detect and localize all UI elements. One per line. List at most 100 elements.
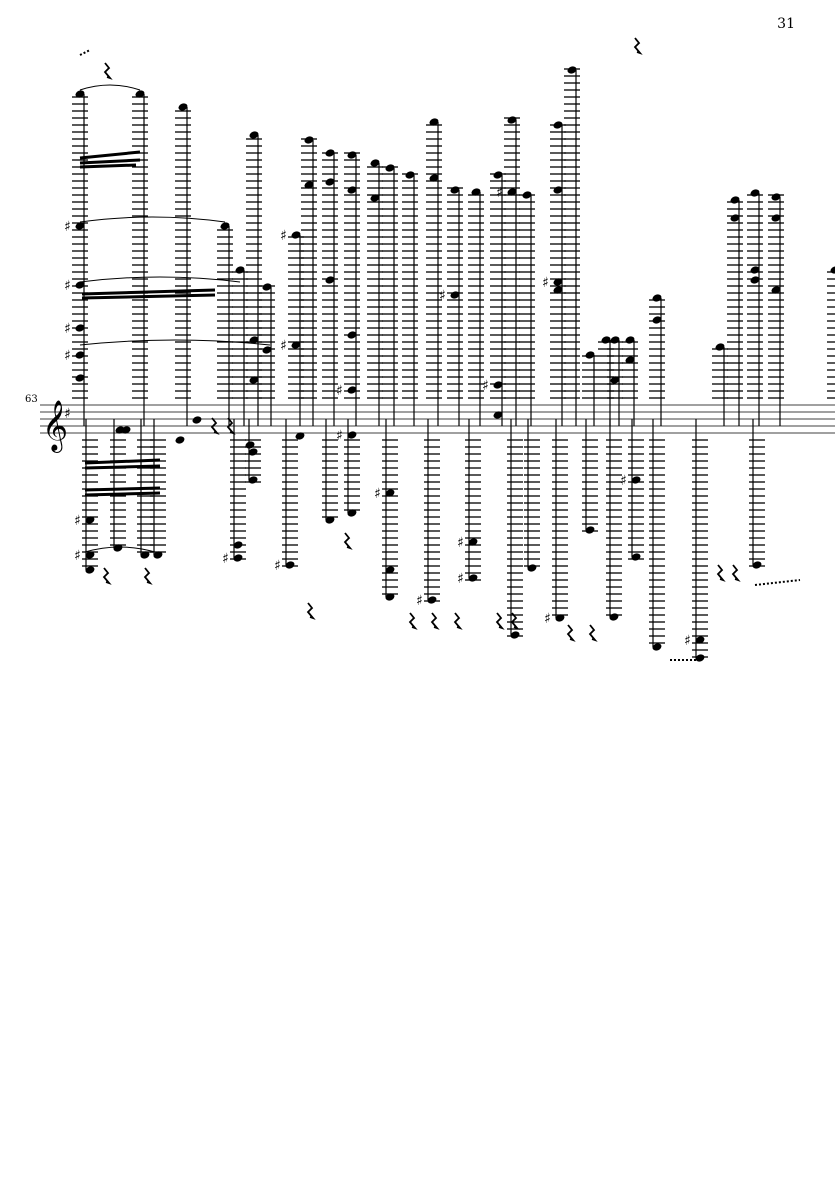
note-head bbox=[507, 188, 517, 196]
note-head bbox=[385, 566, 395, 574]
sharp-icon: ♯ bbox=[74, 513, 81, 529]
sharp-icon: ♯ bbox=[439, 288, 446, 304]
quarter-rest-icon bbox=[226, 417, 236, 435]
quarter-rest-icon bbox=[408, 612, 418, 630]
sharp-icon: ♯ bbox=[280, 338, 287, 354]
note-head bbox=[730, 196, 740, 204]
beam bbox=[79, 158, 141, 165]
beam bbox=[81, 293, 216, 300]
note-head bbox=[262, 283, 272, 291]
note-head bbox=[175, 436, 185, 444]
beam bbox=[84, 464, 161, 470]
note-head bbox=[585, 351, 595, 359]
note-head bbox=[75, 281, 85, 289]
note-head bbox=[510, 631, 520, 639]
sharp-icon: ♯ bbox=[496, 185, 503, 201]
note-head bbox=[192, 416, 202, 424]
note-head bbox=[325, 178, 335, 186]
note-head bbox=[750, 276, 760, 284]
note-head bbox=[405, 171, 415, 179]
note-head bbox=[85, 551, 95, 559]
note-head bbox=[450, 291, 460, 299]
note-head bbox=[385, 593, 395, 601]
sharp-icon: ♯ bbox=[74, 548, 81, 564]
note-head bbox=[429, 174, 439, 182]
sharp-icon: ♯ bbox=[416, 593, 423, 609]
sharp-icon: ♯ bbox=[64, 219, 71, 235]
quarter-rest-icon bbox=[453, 612, 463, 630]
beam bbox=[84, 491, 161, 497]
note-head bbox=[522, 191, 532, 199]
note-head bbox=[113, 544, 123, 552]
quarter-rest-icon bbox=[103, 62, 113, 80]
beam bbox=[84, 458, 161, 465]
note-head bbox=[553, 121, 563, 129]
note-head bbox=[75, 90, 85, 98]
beam bbox=[79, 150, 141, 160]
note-head bbox=[730, 214, 740, 222]
note-head bbox=[610, 376, 620, 384]
dotted-line bbox=[79, 49, 91, 56]
quarter-rest-icon bbox=[430, 612, 440, 630]
note-head bbox=[135, 90, 145, 98]
quarter-rest-icon bbox=[731, 564, 741, 582]
note-head bbox=[291, 341, 301, 349]
note-head bbox=[291, 231, 301, 239]
quarter-rest-icon bbox=[210, 417, 220, 435]
note-head bbox=[233, 554, 243, 562]
treble-clef-icon: 𝄞 bbox=[42, 400, 68, 453]
note-head bbox=[652, 294, 662, 302]
quarter-rest-icon bbox=[102, 567, 112, 585]
note-head bbox=[325, 276, 335, 284]
note-head bbox=[347, 151, 357, 159]
sharp-icon: ♯ bbox=[222, 551, 229, 567]
dotted-line bbox=[754, 579, 801, 586]
note-head bbox=[347, 386, 357, 394]
note-head bbox=[325, 516, 335, 524]
page-number: 31 bbox=[777, 16, 795, 32]
note-head bbox=[75, 222, 85, 230]
quarter-rest-icon bbox=[343, 532, 353, 550]
note-head bbox=[471, 188, 481, 196]
note-head bbox=[75, 351, 85, 359]
note-head bbox=[625, 356, 635, 364]
note-head bbox=[249, 376, 259, 384]
note-head bbox=[771, 286, 781, 294]
sharp-icon: ♯ bbox=[542, 275, 549, 291]
tie bbox=[79, 339, 271, 346]
quarter-rest-icon bbox=[306, 602, 316, 620]
note-head bbox=[585, 526, 595, 534]
note-head bbox=[153, 551, 163, 559]
note-head bbox=[468, 574, 478, 582]
note-head bbox=[178, 103, 188, 111]
note-head bbox=[750, 266, 760, 274]
note-head bbox=[347, 431, 357, 439]
note-head bbox=[385, 164, 395, 172]
note-head bbox=[75, 324, 85, 332]
note-head bbox=[555, 614, 565, 622]
note-head bbox=[750, 189, 760, 197]
sharp-icon: ♯ bbox=[280, 228, 287, 244]
sharp-icon: ♯ bbox=[482, 378, 489, 394]
note-head bbox=[121, 426, 131, 434]
note-head bbox=[85, 566, 95, 574]
sharp-icon: ♯ bbox=[457, 535, 464, 551]
sharp-icon: ♯ bbox=[374, 486, 381, 502]
quarter-rest-icon bbox=[495, 612, 505, 630]
sharp-icon: ♯ bbox=[336, 383, 343, 399]
sharp-icon: ♯ bbox=[64, 348, 71, 364]
note-head bbox=[468, 538, 478, 546]
note-head bbox=[347, 186, 357, 194]
note-head bbox=[140, 551, 150, 559]
note-head bbox=[771, 193, 781, 201]
tie bbox=[79, 84, 141, 91]
note-head bbox=[295, 432, 305, 440]
note-head bbox=[304, 136, 314, 144]
note-head bbox=[652, 643, 662, 651]
note-head bbox=[493, 171, 503, 179]
quarter-rest-icon bbox=[716, 564, 726, 582]
note-head bbox=[245, 441, 255, 449]
tie bbox=[79, 276, 241, 283]
note-head bbox=[75, 374, 85, 382]
